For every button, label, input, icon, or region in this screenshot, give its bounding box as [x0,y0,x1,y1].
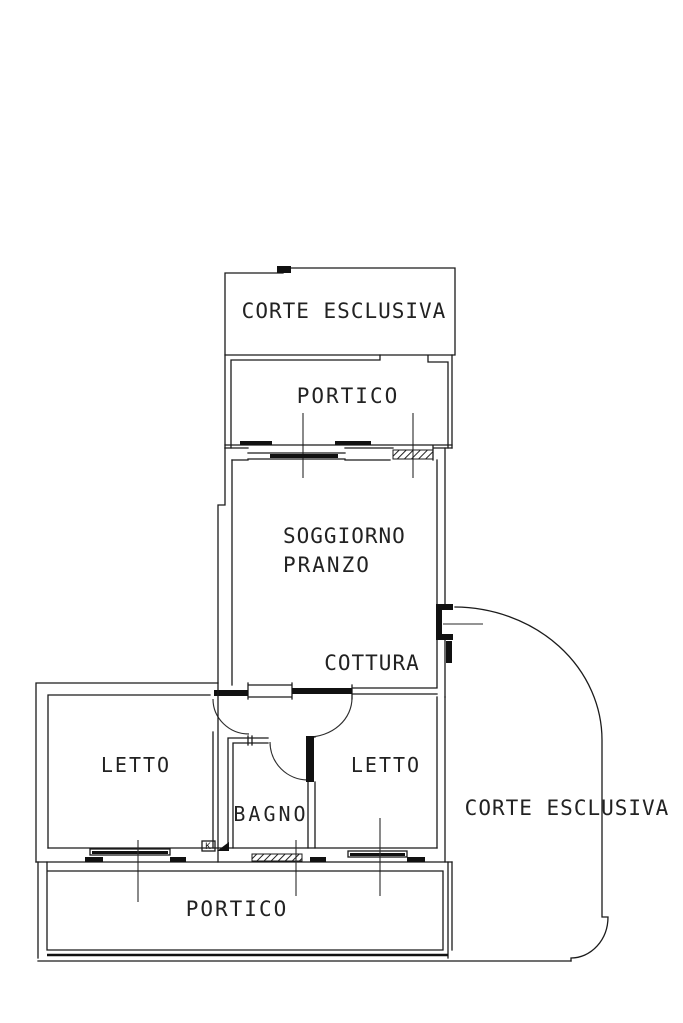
door-arc-letto-right [307,697,353,738]
portico-wall-lines [224,354,453,449]
window-band [270,454,338,458]
label-corte-right: CORTE ESCLUSIVA [465,796,670,820]
letto-left-walls [35,682,219,863]
direction-triangle [217,842,229,851]
wall-dash [310,857,326,862]
corte-esclusiva-right-boundary [454,606,609,962]
window-band [92,851,168,854]
soggiorno-side-walls [217,447,483,698]
label-letto-right: LETTO [351,753,421,777]
corte-esclusiva-top-outline [224,266,456,356]
door-threshold [214,690,248,696]
west-wall [217,447,233,686]
entry-door-leaf [446,641,452,663]
window-band [350,853,405,856]
label-soggiorno-2: PRANZO [283,553,371,577]
window-frame [89,848,171,856]
wall-stub [277,266,291,273]
bagno-walls [227,735,316,849]
lintel [335,441,371,445]
hatched-window [251,853,303,862]
entry-jamb [436,604,442,640]
wall-lines [37,861,453,959]
label-bagno: BAGNO [233,802,308,826]
label-corte-top: CORTE ESCLUSIVA [242,299,447,323]
wall-dash [407,857,425,862]
label-kitchen-marker: K [205,842,211,852]
south-wall-band [35,818,453,902]
door-arc-hall [212,698,250,735]
east-wall [436,447,446,698]
letto-right-walls [436,696,446,863]
door-leaf [306,736,314,782]
door-threshold [292,688,352,694]
label-letto-left: LETTO [101,753,171,777]
window-frame [347,850,408,858]
entry-jamb [436,634,453,640]
wall-dash [85,857,103,862]
entry-jamb [436,604,453,610]
kitchen-marker-box [201,840,216,852]
label-portico-bottom: PORTICO [186,897,289,921]
wall-lines [436,696,446,863]
room-labels: CORTE ESCLUSIVA PORTICO SOGGIORNO PRANZO… [101,299,670,921]
soggiorno-south-wall [214,682,438,700]
lintel [240,441,272,445]
hatched-wall-section [392,449,434,460]
court-curve [454,606,609,962]
door-arcs [212,697,353,781]
wall-dash [170,857,186,862]
label-cottura: COTTURA [324,651,420,675]
label-portico-top: PORTICO [297,384,400,408]
wall-lines [35,682,219,863]
label-soggiorno-1: SOGGIORNO [283,524,406,548]
door-arc-bagno [269,741,309,781]
portico-bottom-walls [37,861,572,962]
soggiorno-north-wall [224,441,453,461]
wall-lines [35,847,453,863]
